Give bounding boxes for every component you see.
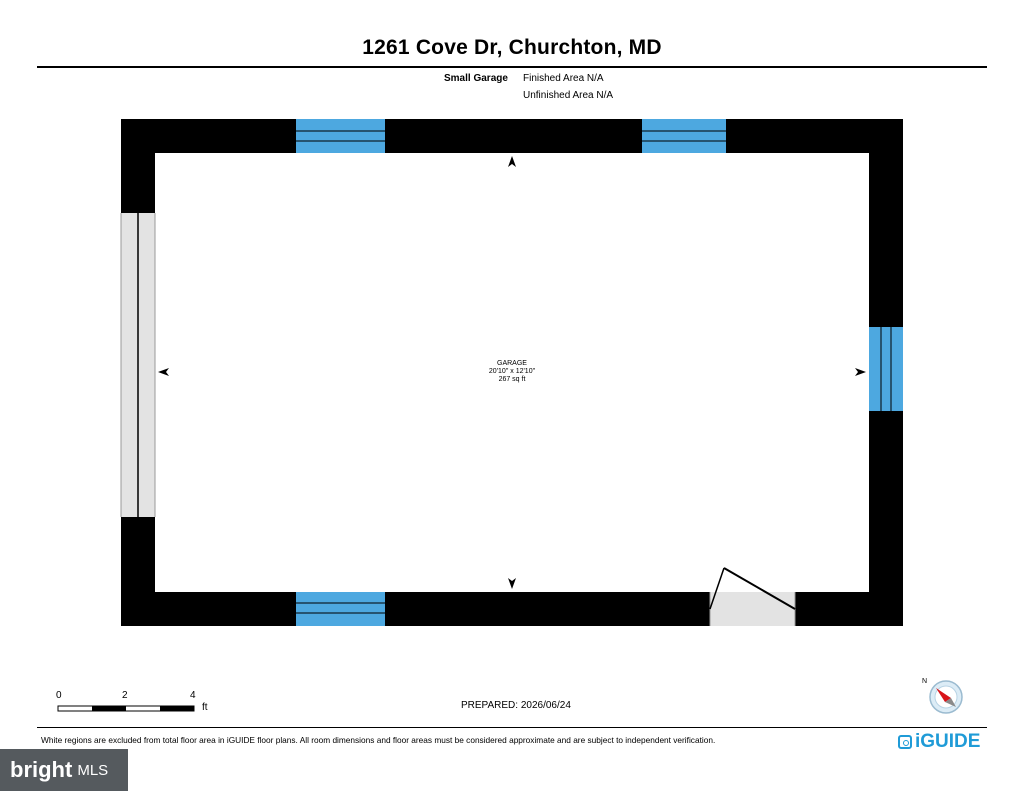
room-dimensions: 20'10" x 12'10": [488, 368, 536, 375]
entry-door: [709, 567, 796, 626]
iguide-logo[interactable]: iGUIDE: [898, 731, 980, 753]
compass-icon: [929, 680, 963, 714]
bright-text: bright: [10, 757, 73, 782]
compass-label: N: [922, 678, 928, 685]
mls-text: MLS: [77, 761, 109, 779]
scale-tick-2: 2: [122, 690, 128, 701]
window-top-right: [642, 119, 726, 153]
unfinished-area: Unfinished Area N/A: [523, 90, 614, 101]
room-area: 267 sq ft: [498, 376, 526, 383]
scale-bar: [57, 705, 195, 712]
iguide-icon: [898, 735, 912, 749]
arrow-left: [158, 368, 169, 376]
scale-unit: ft: [202, 702, 208, 713]
room-label: GARAGE 20'10" x 12'10" 267 sq ft: [462, 360, 562, 384]
iguide-brand-text: iGUIDE: [915, 731, 981, 752]
finished-area: Finished Area N/A: [523, 73, 604, 84]
page-title: 1261 Cove Dr, Churchton, MD: [362, 36, 662, 59]
scale-tick-0: 0: [56, 690, 62, 701]
window-right: [869, 327, 903, 411]
prepared-date: PREPARED: 2026/06/24: [461, 700, 571, 711]
footer-divider: [37, 727, 987, 728]
disclaimer-text: White regions are excluded from total fl…: [41, 735, 716, 745]
garage-door: [120, 213, 156, 517]
scale-tick-4: 4: [190, 690, 196, 701]
arrow-right: [855, 368, 866, 376]
header-divider: [37, 66, 987, 68]
bright-mls-watermark: bright MLS: [0, 749, 128, 791]
arrow-bottom: [508, 578, 516, 589]
window-bottom: [296, 592, 385, 626]
room-name: GARAGE: [497, 360, 527, 367]
floor-label: Small Garage: [444, 73, 508, 84]
arrow-top: [508, 156, 516, 167]
window-top-left: [296, 119, 385, 153]
